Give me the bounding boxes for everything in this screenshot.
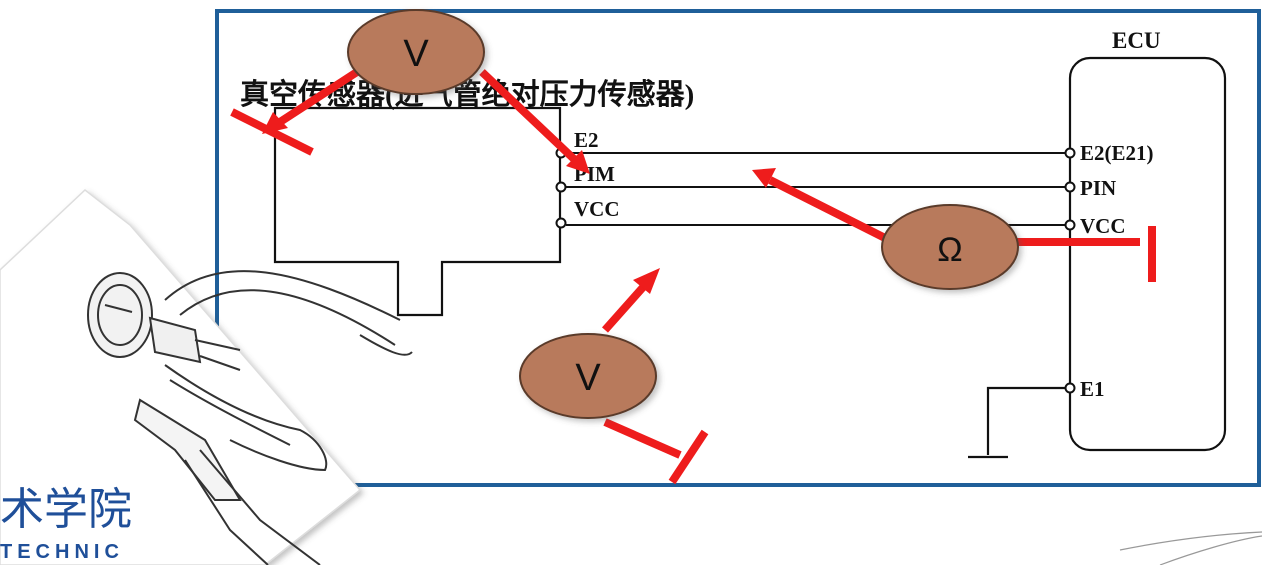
ecu-pin-pin: PIN: [1080, 176, 1116, 200]
sensor-body: [273, 106, 562, 317]
ground-bar-top: [230, 108, 314, 156]
ecu-box: [1068, 56, 1227, 452]
logo-english: TECHNIC: [0, 541, 124, 563]
arrow-ohm-left: [768, 176, 887, 242]
ecu-pin-e1: E1: [1080, 377, 1105, 401]
voltmeter-bottom: [519, 333, 657, 419]
ecu-pin-vcc: VCC: [1080, 214, 1126, 238]
logo-chinese: 术学院: [0, 485, 132, 534]
arrow-v-top-left: [277, 66, 363, 126]
voltmeter-top: [347, 9, 485, 95]
ecu-terminal-pin: [1064, 181, 1076, 193]
ecu-terminal-e2: [1064, 147, 1076, 159]
sensor-terminal-pim: [555, 181, 567, 193]
arrow-v-top-right: [479, 69, 578, 163]
voltmeter-top-label: V: [403, 33, 429, 75]
ground-bar-bottom: [668, 429, 709, 485]
ecu-terminals: [1064, 147, 1076, 394]
ground-icon: [968, 386, 1066, 459]
sensor-title: 真空传感器(进气管绝对压力传感器): [240, 77, 694, 111]
voltmeter-bottom-icon: [519, 333, 657, 419]
measurement-arrows: [230, 66, 1156, 485]
ecu-label: ECU: [1112, 28, 1161, 53]
sensor-terminal-vcc: [555, 217, 567, 229]
arrow-v-bottom-up: [602, 282, 648, 333]
decorative-swoosh: [1119, 531, 1262, 565]
voltmeter-icon: [347, 9, 485, 95]
ecu-terminal-e1: [1064, 382, 1076, 394]
arrow-v-bottom-down: [603, 418, 682, 459]
ohmmeter-label: Ω: [937, 231, 962, 269]
ecu-pin-e2: E2(E21): [1080, 141, 1154, 165]
sensor-terminals: [555, 147, 567, 229]
ecu-terminal-vcc: [1064, 219, 1076, 231]
sensor-pin-e2: E2: [574, 128, 599, 152]
ohmmeter: [881, 204, 1019, 290]
ohmmeter-icon: [881, 204, 1019, 290]
voltmeter-bottom-label: V: [575, 357, 601, 399]
vacuum-pump-icon: [0, 189, 413, 565]
sensor-pin-vcc: VCC: [574, 197, 620, 221]
